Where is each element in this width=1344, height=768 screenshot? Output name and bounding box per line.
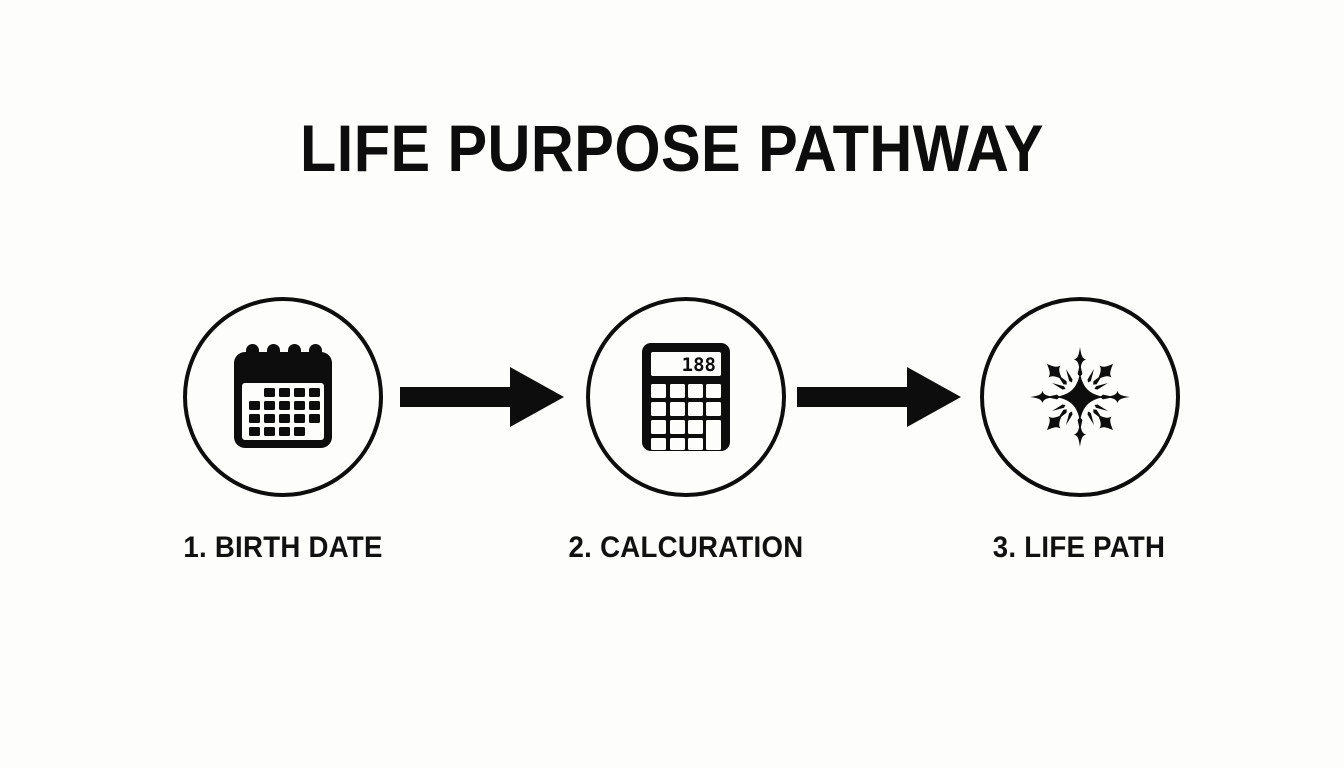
step-circle — [183, 297, 383, 497]
page-title: LIFE PURPOSE PATHWAY — [300, 111, 1044, 185]
step-label-life-path: 3. LIFE PATH — [992, 531, 1166, 564]
calculator-display-value: 188 — [682, 354, 716, 376]
step-label-birth-date: 1. BIRTH DATE — [183, 531, 383, 564]
calendar-icon — [183, 297, 383, 497]
step-calculation[interactable]: 188 — [586, 297, 786, 497]
sparkle-icon — [980, 297, 1180, 497]
pathway-flow: 188 — [183, 297, 1180, 497]
calculator-icon: 188 — [586, 297, 786, 497]
arrow-right-icon — [797, 367, 961, 427]
arrow-right-icon — [400, 367, 564, 427]
step-life-path[interactable] — [980, 297, 1180, 497]
step-circle — [980, 297, 1180, 497]
step-birth-date[interactable] — [183, 297, 383, 497]
step-circle — [586, 297, 786, 497]
step-label-calculation: 2. CALCURATION — [568, 531, 804, 564]
